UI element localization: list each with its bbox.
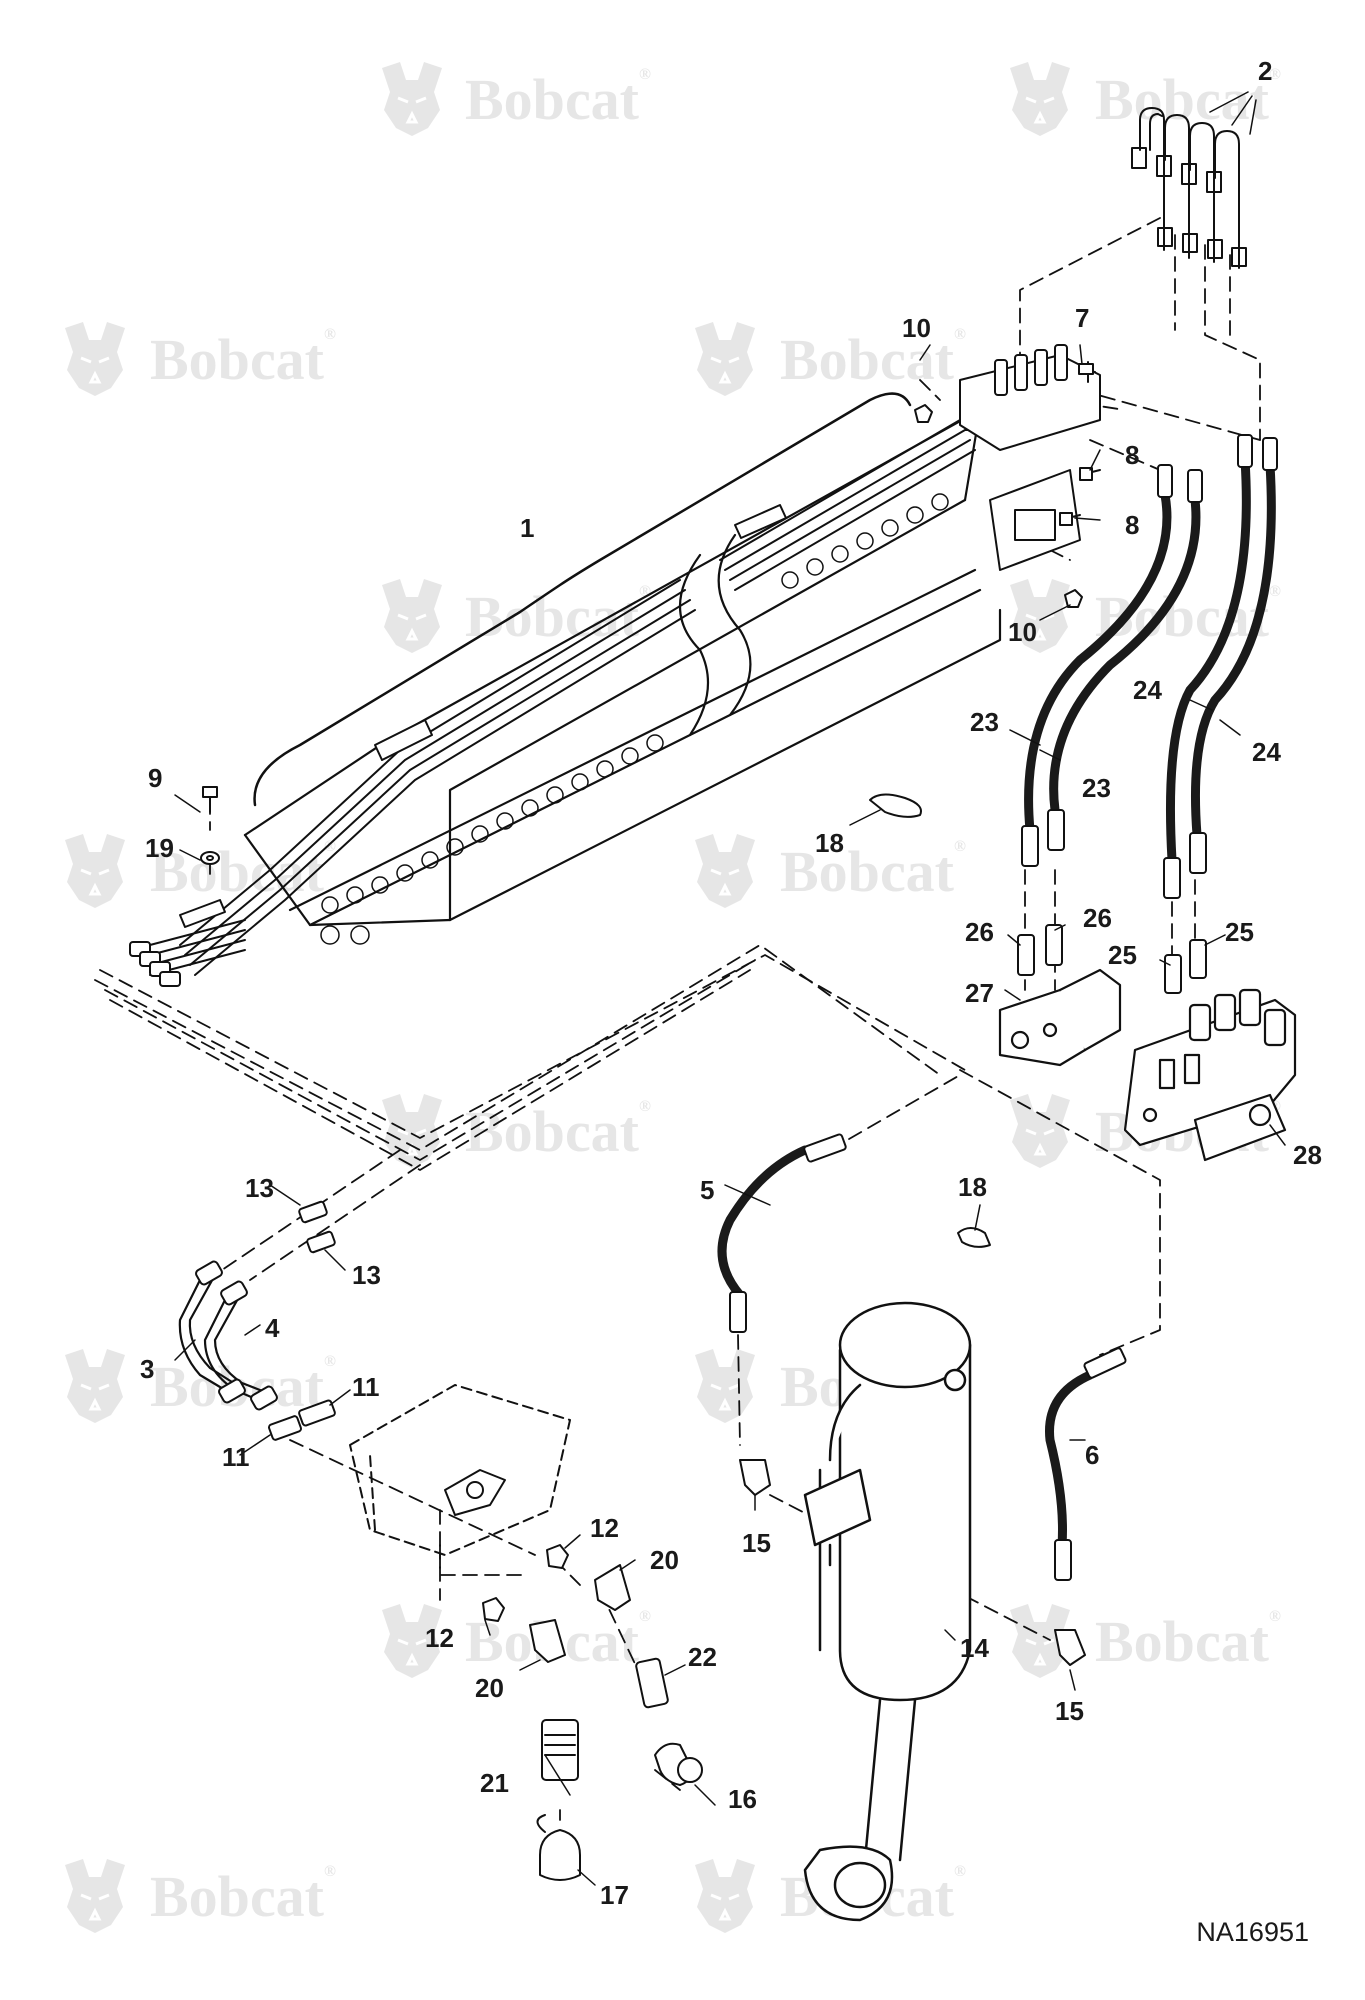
callout-16: 16 bbox=[728, 1784, 757, 1814]
callout-15: 15 bbox=[1055, 1696, 1084, 1726]
fittings-13 bbox=[298, 1200, 336, 1254]
callout-18: 18 bbox=[958, 1172, 987, 1202]
watermark-text: Bobcat® bbox=[150, 838, 336, 904]
leader-lines bbox=[1209, 91, 1257, 135]
coupler-block bbox=[959, 344, 1101, 571]
callout-23: 23 bbox=[970, 707, 999, 737]
callout-12: 12 bbox=[590, 1513, 619, 1543]
callout-28: 28 bbox=[1293, 1140, 1322, 1170]
callout-13: 13 bbox=[245, 1173, 274, 1203]
nuts-12 bbox=[482, 1544, 569, 1622]
elbow-15 bbox=[739, 1459, 1086, 1666]
dust-cap-16 bbox=[654, 1742, 703, 1786]
watermark-text: Bobcat® bbox=[1095, 66, 1281, 132]
hose-5 bbox=[717, 1145, 810, 1300]
watermark-text: Bobcat® bbox=[150, 1863, 336, 1929]
watermark-text: Bobcat® bbox=[465, 1098, 651, 1164]
callout-11: 11 bbox=[222, 1442, 250, 1472]
brace-callout-1 bbox=[253, 392, 912, 807]
chain-links bbox=[320, 493, 949, 945]
callout-4: 4 bbox=[265, 1313, 280, 1343]
hose-23-24 bbox=[1024, 455, 1276, 865]
callout-8: 8 bbox=[1125, 440, 1140, 470]
fittings-11 bbox=[268, 1399, 336, 1441]
watermark-text: Bobcat® bbox=[780, 838, 966, 904]
watermark-text: Bobcat® bbox=[780, 326, 966, 392]
watermark-text: Bobcat® bbox=[1095, 1608, 1281, 1674]
watermark-text: Bobcat® bbox=[150, 326, 336, 392]
callout-15: 15 bbox=[742, 1528, 771, 1558]
hose-guide-assembly bbox=[243, 408, 1002, 927]
hose-5-6-fittings bbox=[729, 1133, 1127, 1581]
u-tube-set bbox=[1131, 107, 1247, 269]
callout-12: 12 bbox=[425, 1623, 454, 1653]
bolt-9 bbox=[202, 786, 218, 813]
figure-code: NA16951 bbox=[1196, 1917, 1309, 1947]
coupler-center bbox=[444, 1469, 506, 1516]
callout-1: 1 bbox=[520, 513, 535, 543]
watermark-text: Bobcat® bbox=[465, 66, 651, 132]
callout-22: 22 bbox=[688, 1642, 717, 1672]
callout-13: 13 bbox=[352, 1260, 381, 1290]
callout-5: 5 bbox=[700, 1175, 715, 1205]
tube-fittings-3-4 bbox=[195, 1260, 278, 1411]
coupler-21 bbox=[541, 1719, 579, 1781]
callout-9: 9 bbox=[148, 763, 163, 793]
diverter-valve bbox=[998, 968, 1122, 1067]
callout-20: 20 bbox=[650, 1545, 679, 1575]
callout-14: 14 bbox=[960, 1633, 989, 1663]
nut-10 bbox=[914, 404, 1083, 608]
callout-25: 25 bbox=[1225, 917, 1254, 947]
control-valve-bank bbox=[1123, 988, 1297, 1162]
callout-19: 19 bbox=[145, 833, 174, 863]
hose-6 bbox=[1045, 1370, 1095, 1550]
callout-17: 17 bbox=[600, 1880, 629, 1910]
callout-18: 18 bbox=[815, 828, 844, 858]
hose-bundle bbox=[149, 419, 981, 976]
callout-24: 24 bbox=[1252, 737, 1281, 767]
hose-end-fittings bbox=[129, 941, 181, 987]
callout-10: 10 bbox=[902, 313, 931, 343]
hose-fittings-23-24 bbox=[1021, 434, 1278, 899]
callout-20: 20 bbox=[475, 1673, 504, 1703]
elbows-20 bbox=[529, 1564, 631, 1663]
washer-19 bbox=[200, 851, 220, 865]
callout-6: 6 bbox=[1085, 1440, 1100, 1470]
callout-26: 26 bbox=[965, 917, 994, 947]
callout-26: 26 bbox=[1083, 903, 1112, 933]
callout-24: 24 bbox=[1133, 675, 1162, 705]
hose-clamp bbox=[179, 504, 787, 928]
callout-7: 7 bbox=[1075, 303, 1090, 333]
callout-8: 8 bbox=[1125, 510, 1140, 540]
callout-11: 11 bbox=[352, 1372, 380, 1402]
mounting-plate bbox=[349, 1384, 571, 1556]
callout-25: 25 bbox=[1108, 940, 1137, 970]
callout-27: 27 bbox=[965, 978, 994, 1008]
strap-18 bbox=[869, 793, 991, 1248]
bolt-7 bbox=[1078, 361, 1096, 383]
callout-leaders bbox=[174, 344, 1286, 1886]
callout-23: 23 bbox=[1082, 773, 1111, 803]
coupler-22 bbox=[635, 1657, 669, 1709]
hydraulic-cylinder bbox=[803, 1301, 972, 1922]
callout-3: 3 bbox=[140, 1354, 155, 1384]
callout-2: 2 bbox=[1258, 56, 1273, 86]
callout-10: 10 bbox=[1008, 617, 1037, 647]
bolt-8 bbox=[1059, 467, 1101, 526]
dust-cap-17 bbox=[536, 1814, 581, 1881]
callout-21: 21 bbox=[480, 1768, 509, 1798]
